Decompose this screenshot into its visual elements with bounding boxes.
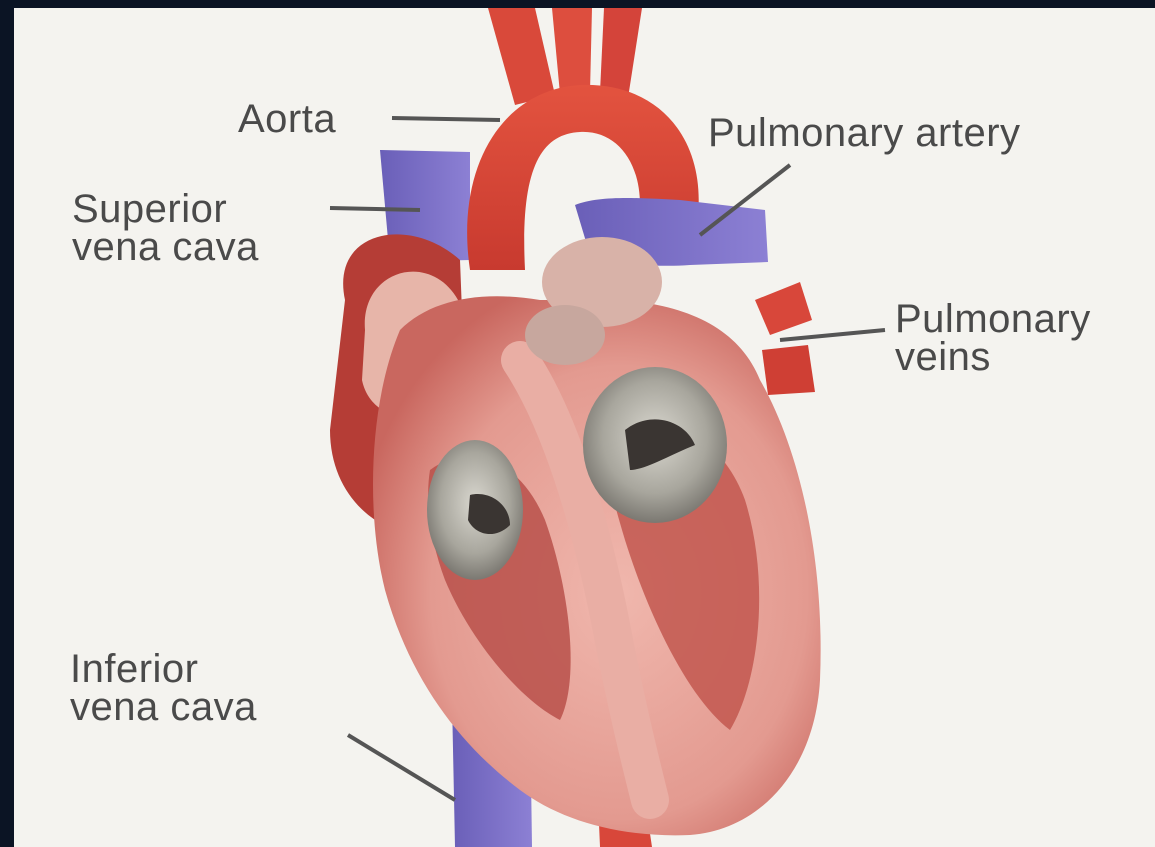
aortic-branch-1 [488, 8, 555, 105]
label-inferior-vena-cava: Inferior vena cava [70, 650, 257, 726]
pulmonary-vein-lower [762, 345, 815, 395]
label-pulmonary-veins: Pulmonary veins [895, 300, 1091, 376]
aorta-leader [392, 118, 500, 120]
aortic-branch-2 [552, 8, 592, 94]
label-aorta-text: Aorta [238, 100, 336, 138]
label-pulmonary-veins-line2: veins [895, 338, 1091, 376]
pulmonary-veins-leader [780, 330, 885, 340]
aortic-branch-3 [600, 8, 642, 98]
label-superior-vena-cava: Superior vena cava [72, 190, 259, 266]
label-superior-vena-cava-line2: vena cava [72, 228, 259, 266]
label-superior-vena-cava-line1: Superior [72, 190, 259, 228]
label-pulmonary-veins-line1: Pulmonary [895, 300, 1091, 338]
label-pulmonary-artery: Pulmonary artery [708, 114, 1021, 152]
label-inferior-vena-cava-line1: Inferior [70, 650, 257, 688]
label-pulmonary-artery-text: Pulmonary artery [708, 114, 1021, 152]
aortic-valve-shade [525, 305, 605, 365]
label-aorta: Aorta [238, 100, 336, 138]
pulmonary-vein-upper [755, 282, 812, 335]
label-inferior-vena-cava-line2: vena cava [70, 688, 257, 726]
superior-vena-cava-leader [330, 208, 420, 210]
inferior-vena-cava-leader [348, 735, 455, 800]
